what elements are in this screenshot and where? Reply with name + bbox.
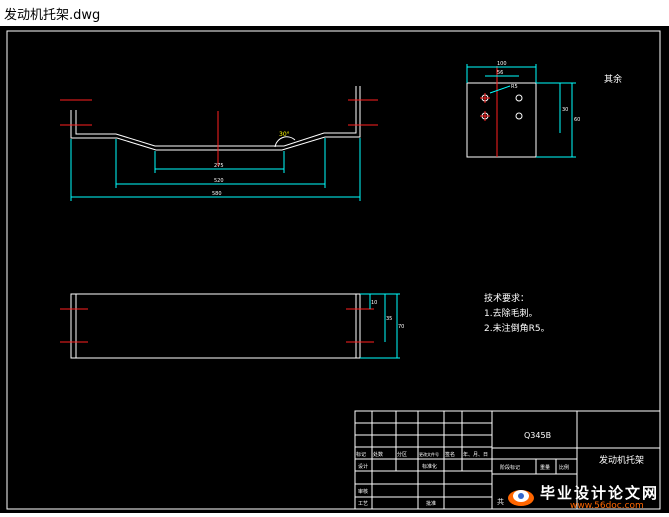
- dim-overall-text: 580: [212, 191, 222, 197]
- tb-label-sign: 签名: [445, 451, 455, 458]
- side-plate-outline: [466, 82, 537, 158]
- side-leader: [489, 85, 511, 94]
- tech-requirements: 技术要求： 1.去除毛刺。 2.未注倒角R5。: [484, 292, 550, 334]
- side-view: 100 56 R5 30 60 其余: [466, 61, 622, 158]
- tb-label-std: 标准化: [422, 463, 437, 470]
- front-profile-outer: [70, 86, 361, 151]
- angle-label: 30°: [279, 131, 290, 138]
- window-titlebar: 发动机托架.dwg: [0, 0, 669, 26]
- tb-label-count: 处数: [373, 451, 383, 458]
- dim-inner-text: 275: [214, 163, 224, 169]
- tb-label-design: 设计: [358, 463, 368, 470]
- tech-item-1: 1.去除毛刺。: [484, 307, 538, 319]
- title-block-text: Q345B 发动机托架 标记 处数 分区 更改文件号 签名 年、月、日 设计 标…: [356, 431, 644, 507]
- top-view: 10 35 70: [60, 293, 404, 359]
- hole-3: [515, 94, 523, 102]
- top-dim-h1-text: 10: [371, 300, 377, 306]
- angle-arc: [274, 136, 296, 148]
- front-profile-inner: [75, 86, 357, 147]
- tb-label-process: 工艺: [358, 501, 368, 507]
- tb-label-weight: 重量: [540, 464, 550, 471]
- watermark: 毕业设计论文网 www.56doc.com: [500, 480, 669, 513]
- side-dim-width-inner-text: 56: [497, 70, 503, 76]
- tb-label-review: 审核: [358, 488, 368, 495]
- dim-middle-text: 520: [214, 178, 224, 184]
- watermark-logo-icon: [508, 490, 534, 506]
- tb-label-approve: 批准: [426, 500, 436, 507]
- tb-label-mark: 标记: [356, 451, 366, 458]
- tb-part-name: 发动机托架: [599, 454, 644, 466]
- front-view: 30° 275 520 580: [60, 86, 378, 201]
- tb-label-change: 更改文件号: [419, 451, 439, 457]
- tb-label-sheet: 共: [497, 497, 504, 506]
- cad-drawing: 30° 275 520 580: [6, 30, 661, 510]
- side-dim-small-text: R5: [511, 84, 518, 90]
- tb-label-zone: 分区: [397, 451, 407, 458]
- top-dim-h2-text: 35: [386, 316, 392, 322]
- tb-material: Q345B: [524, 431, 551, 440]
- top-dim-h3-text: 70: [398, 324, 404, 330]
- side-dim-height-inner-text: 30: [562, 107, 568, 113]
- tb-label-stage: 阶段标记: [500, 464, 520, 471]
- title-block-frame: [354, 410, 661, 510]
- note-label: 其余: [604, 73, 622, 85]
- window-title: 发动机托架.dwg: [4, 8, 101, 23]
- watermark-url: www.56doc.com: [570, 501, 644, 511]
- cad-viewport[interactable]: 30° 275 520 580: [0, 26, 669, 513]
- side-dim-height-outer-text: 60: [574, 117, 580, 123]
- hole-4: [515, 112, 523, 120]
- tech-item-2: 2.未注倒角R5。: [484, 322, 550, 334]
- top-view-outline: [70, 293, 361, 359]
- side-dim-width-top-text: 100: [497, 61, 507, 67]
- sheet-border: [6, 30, 661, 510]
- tb-label-date: 年、月、日: [463, 451, 488, 458]
- tech-title: 技术要求：: [484, 292, 529, 304]
- watermark-main-text: 毕业设计论文网: [540, 484, 660, 502]
- tb-label-scale: 比例: [559, 464, 569, 471]
- title-block: [354, 410, 661, 510]
